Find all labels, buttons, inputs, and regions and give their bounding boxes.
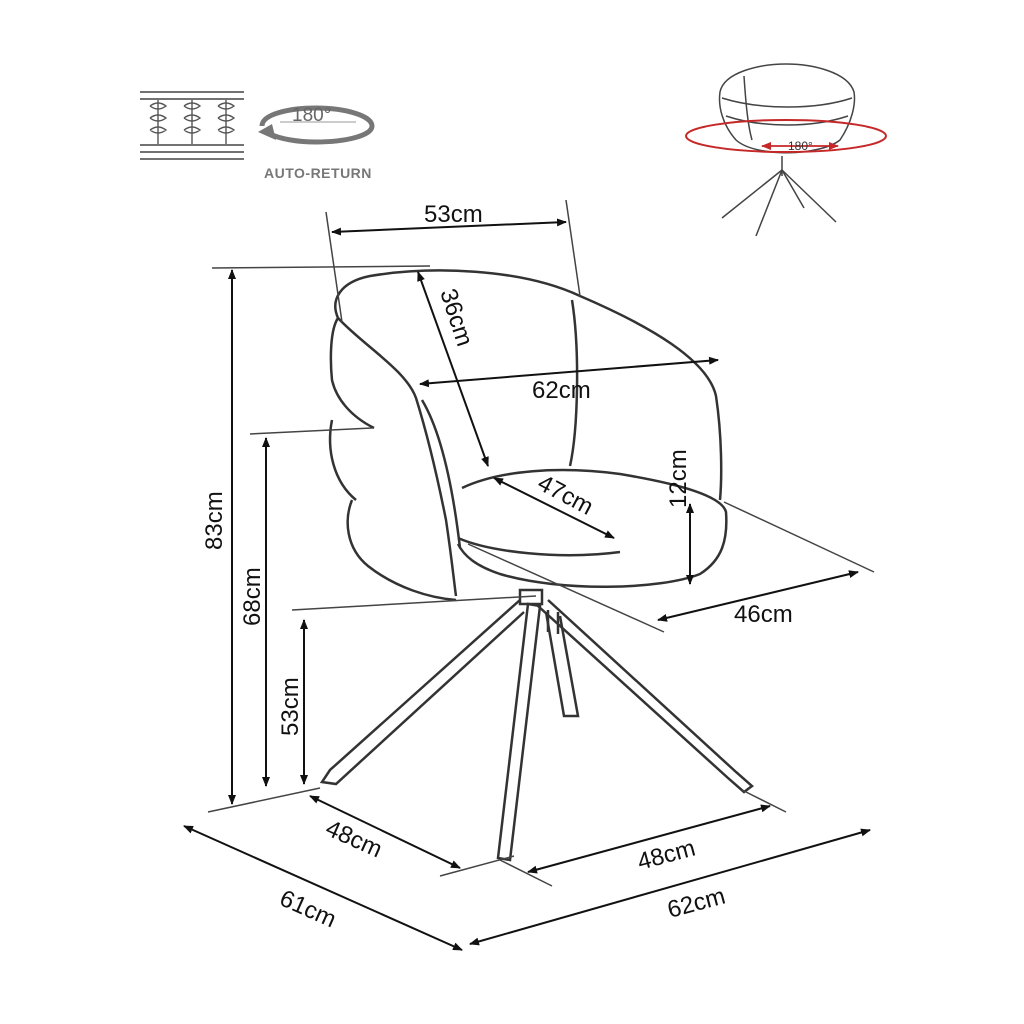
dim-seat-height-label: 53cm — [277, 677, 304, 736]
dim-top-width-label: 53cm — [424, 201, 483, 228]
extension-lines — [207, 199, 875, 887]
chair-drawing — [319, 269, 754, 862]
swivel-angle-label: 180° — [788, 139, 813, 153]
dim-back-depth-label: 36cm — [434, 286, 478, 350]
dim-armrest-floor-label: 68cm — [239, 567, 266, 626]
dim-total-height-label: 83cm — [201, 491, 228, 550]
swivel-preview-illustration — [685, 63, 887, 237]
rotation-angle-label: 180° — [292, 105, 331, 126]
dim-base-left-label: 48cm — [322, 815, 387, 864]
dim-inner-width-label: 62cm — [532, 377, 591, 404]
rotation-icon — [258, 105, 375, 145]
dim-armrest-height-label: 12cm — [665, 449, 692, 508]
dim-overall-width-label: 62cm — [665, 883, 729, 924]
spring-seat-icon — [140, 91, 244, 160]
dim-seat-width-label: 46cm — [734, 601, 793, 628]
auto-return-label: AUTO-RETURN — [264, 165, 372, 181]
dimension-arrows — [183, 218, 871, 951]
